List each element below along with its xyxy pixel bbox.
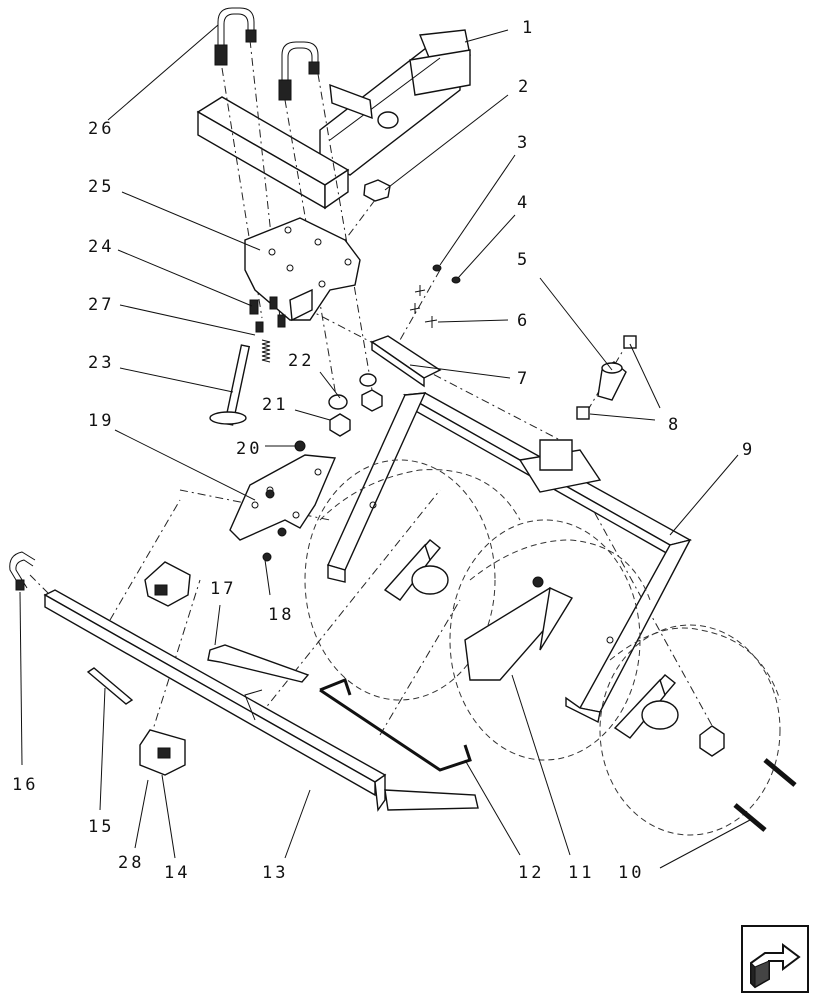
- callout-19: 19: [88, 411, 114, 431]
- callout-14: 14: [164, 863, 190, 883]
- callout-26: 26: [88, 119, 114, 139]
- part-2-nut: [363, 179, 391, 202]
- callout-labels: 1 2 3 4 5 6 7 8 9 10 11 12 13 14 15 16 1…: [12, 18, 755, 883]
- part-16-u-bolt: [9, 551, 36, 591]
- callout-23: 23: [88, 353, 114, 373]
- callout-16: 16: [12, 775, 38, 795]
- part-8-caps: [576, 335, 637, 420]
- callout-25: 25: [88, 177, 114, 197]
- part-1-frame-beam: [319, 29, 471, 176]
- callout-24: 24: [88, 237, 114, 257]
- callout-4: 4: [517, 193, 530, 213]
- square-tube-mount: [196, 83, 373, 210]
- callout-3: 3: [517, 133, 530, 153]
- part-13-bar: [43, 589, 479, 812]
- callout-11: 11: [568, 863, 594, 883]
- part-15-strip: [86, 667, 134, 705]
- callout-22: 22: [288, 351, 314, 371]
- callout-18: 18: [268, 605, 294, 625]
- callout-13: 13: [262, 863, 288, 883]
- part-10-bolts: [733, 758, 797, 832]
- callout-8: 8: [668, 415, 681, 435]
- callout-20: 20: [236, 439, 262, 459]
- callout-9: 9: [742, 440, 755, 460]
- next-page-button[interactable]: [741, 925, 809, 993]
- callout-28: 28: [118, 853, 144, 873]
- part-19-bracket-plate: [229, 454, 337, 562]
- part-24-bolts: [249, 296, 286, 333]
- discs-ghosted: [304, 459, 781, 836]
- part-25-mounting-plate: [244, 217, 361, 322]
- callout-27: 27: [88, 295, 114, 315]
- callout-10: 10: [618, 863, 644, 883]
- callout-21: 21: [262, 395, 288, 415]
- callout-17: 17: [210, 579, 236, 599]
- part-9-u-frame: [327, 392, 692, 724]
- part-23-spring-pin: [209, 339, 271, 426]
- callout-7: 7: [517, 369, 530, 389]
- part-26-u-bolts: [214, 7, 320, 101]
- part-14-clamps: [139, 561, 191, 776]
- small-hardware: [409, 264, 461, 328]
- next-page-arrow-icon: [750, 943, 801, 989]
- part-11-scraper-bracket: [464, 586, 574, 681]
- hub-assemblies: [383, 539, 725, 757]
- nuts-group: [294, 373, 383, 452]
- callout-15: 15: [88, 817, 114, 837]
- callout-5: 5: [517, 250, 530, 270]
- leader-lines: [19, 24, 751, 869]
- part-12-rod: [244, 678, 472, 772]
- callout-6: 6: [517, 311, 530, 331]
- part-5-bushing: [597, 361, 627, 401]
- part-17-bar: [207, 644, 310, 683]
- callout-12: 12: [518, 863, 544, 883]
- part-7-bracket: [370, 335, 442, 388]
- callout-2: 2: [518, 77, 531, 97]
- callout-1: 1: [522, 18, 535, 38]
